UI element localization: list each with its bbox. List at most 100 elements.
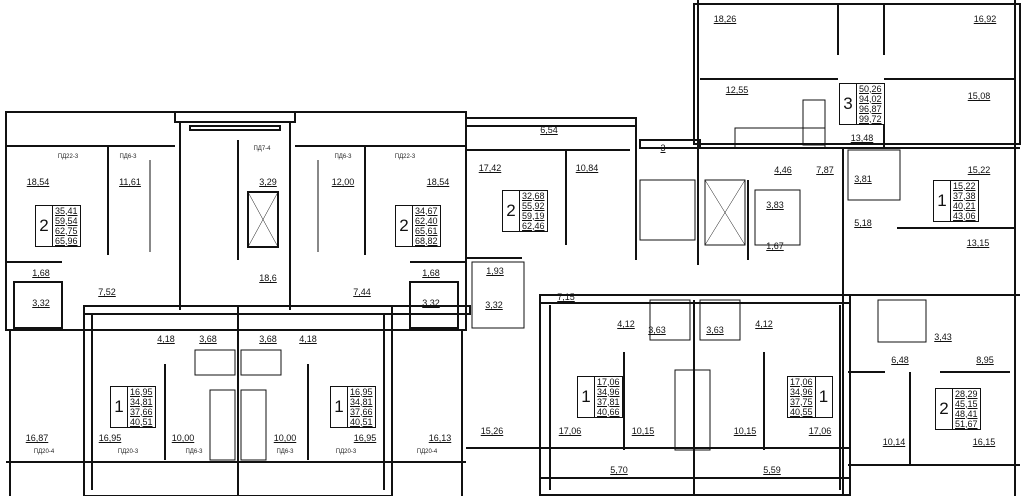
window-mark-label: ПД20-3 (117, 449, 139, 455)
apartment-area-value: 16,95 (130, 386, 153, 397)
apartment-area-value: 34,67 (415, 205, 438, 216)
apartment-room-count: 2 (939, 399, 949, 418)
apartment-area-value: 43,06 (953, 210, 976, 221)
middle-section-walls (465, 0, 851, 496)
room-area-label: 16,92 (973, 14, 997, 24)
room-area-label: 10,15 (631, 426, 655, 436)
apartment-area-value: 17,06 (790, 376, 813, 387)
window-mark-label: ПД6-3 (185, 449, 203, 455)
apartment-area-value: 96,87 (859, 103, 882, 114)
apartment-area-value: 32,68 (522, 190, 545, 201)
apartment-area-value: 51,67 (955, 418, 978, 429)
room-area-label: 3,32 (485, 300, 503, 310)
room-area-label: 3,81 (854, 174, 872, 184)
room-area-label: 16,15 (972, 437, 996, 447)
apartment-room-count: 2 (39, 216, 49, 235)
apartment-area-value: 50,26 (859, 83, 882, 94)
apartment-area-value: 55,92 (522, 200, 545, 211)
room-area-label: 10,15 (733, 426, 757, 436)
window-mark-label: ПД20-4 (33, 449, 55, 455)
room-area-label: 3,32 (422, 298, 440, 308)
apartment-room-count: 1 (334, 397, 344, 416)
room-area-label: 15,08 (967, 91, 991, 101)
room-area-label: 4,46 (774, 165, 792, 175)
room-area-label: 7,44 (353, 287, 371, 297)
room-area-label: 4,18 (157, 334, 175, 344)
window-mark-label: ПД20-4 (416, 449, 438, 455)
room-area-label: 10,84 (575, 163, 599, 173)
window-mark-label: ПД7-4 (253, 146, 271, 152)
apartment-area-value: 37,66 (130, 406, 153, 417)
room-area-label: 5,18 (854, 218, 872, 228)
room-area-label: 3,68 (199, 334, 217, 344)
apartment-area-value: 62,75 (55, 225, 78, 236)
room-area-label: 3,43 (934, 332, 952, 342)
room-area-label: 18,6 (259, 273, 277, 283)
room-area-label: 13,48 (850, 133, 874, 143)
room-area-label: 15,26 (480, 426, 504, 436)
apartment-room-count: 2 (506, 201, 516, 220)
window-mark-label: ПД22-3 (57, 154, 79, 160)
room-area-label: 10,00 (171, 433, 195, 443)
window-mark-label: ПД22-3 (394, 154, 416, 160)
room-area-label: 18,54 (26, 177, 50, 187)
room-area-label: 4,12 (617, 319, 635, 329)
apartment-area-value: 16,95 (350, 386, 373, 397)
apartment-area-value: 40,21 (953, 200, 976, 211)
room-area-label: 16,95 (353, 433, 377, 443)
apartment-area-value: 48,41 (955, 408, 978, 419)
room-area-label: 5,59 (763, 465, 781, 475)
apartment-room-count: 1 (818, 387, 829, 406)
apartment-room-count: 3 (843, 94, 853, 113)
room-area-label: 16,87 (25, 433, 49, 443)
room-area-label: 3,63 (706, 325, 724, 335)
window-mark-label: ПД20-3 (335, 449, 357, 455)
room-area-label: 3,68 (259, 334, 277, 344)
room-area-label: 12,00 (331, 177, 355, 187)
apartment-area-value: 62,46 (522, 220, 545, 231)
room-area-label: 3,63 (648, 325, 666, 335)
room-area-label: 1,93 (486, 266, 504, 276)
apartment-area-value: 34,81 (130, 396, 153, 407)
window-mark-label: ПД6-3 (334, 154, 352, 160)
room-area-label: 3 (660, 143, 666, 153)
room-area-label: 1,67 (766, 241, 784, 251)
room-area-label: 4,12 (755, 319, 773, 329)
apartment-area-value: 99,72 (859, 113, 882, 124)
room-area-label: 16,13 (428, 433, 452, 443)
apartment-area-value: 59,19 (522, 210, 545, 221)
room-area-label: 6,48 (891, 355, 909, 365)
apartment-area-value: 34,96 (597, 386, 620, 397)
apartment-area-value: 40,51 (350, 416, 373, 427)
room-area-label: 6,54 (540, 125, 558, 135)
apartment-area-value: 65,61 (415, 225, 438, 236)
window-mark-label: ПД6-3 (119, 154, 137, 160)
room-area-label: 17,42 (478, 163, 502, 173)
apartment-area-value: 28,29 (955, 388, 978, 399)
room-area-label: 11,61 (119, 177, 141, 187)
window-mark-label: ПД6-3 (276, 449, 294, 455)
room-area-label: 7,15 (557, 292, 575, 302)
room-area-label: 8,95 (976, 355, 994, 365)
room-area-label: 1,68 (32, 268, 50, 278)
room-area-label: 3,32 (32, 298, 50, 308)
right-section-walls (693, 0, 1021, 496)
apartment-room-count: 1 (937, 191, 947, 210)
apartment-area-value: 15,22 (953, 180, 976, 191)
